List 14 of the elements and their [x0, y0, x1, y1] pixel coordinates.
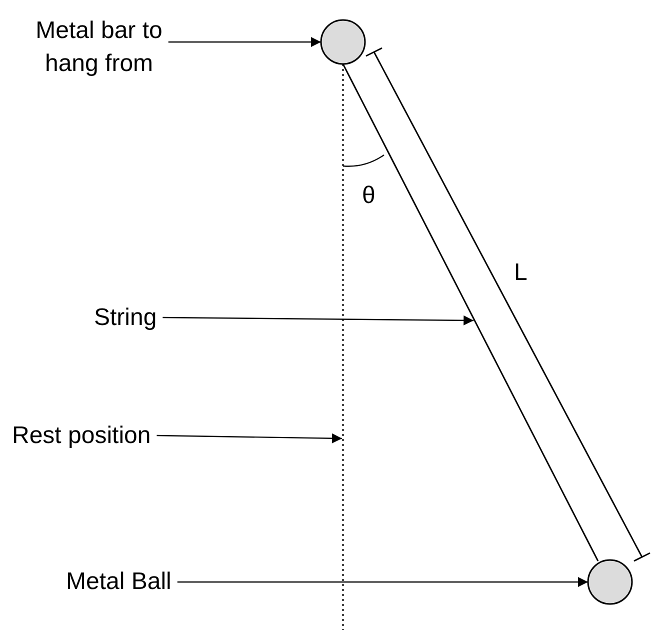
metal-ball-circle	[587, 559, 633, 605]
metal-bar-circle	[320, 19, 366, 65]
string-line	[342, 64, 599, 562]
leader-line	[162, 315, 474, 326]
part-label: Metal Ball	[66, 565, 206, 598]
part-label: String	[94, 301, 184, 334]
part-label: Rest position	[12, 419, 192, 452]
leader-line	[168, 37, 321, 47]
length-label: L	[514, 258, 528, 288]
leader-line	[177, 577, 588, 587]
leader-line	[156, 433, 342, 444]
part-label: Metal bar to hang from	[14, 14, 184, 80]
angle-label: θ	[362, 181, 376, 211]
rest-position-line	[342, 64, 344, 630]
